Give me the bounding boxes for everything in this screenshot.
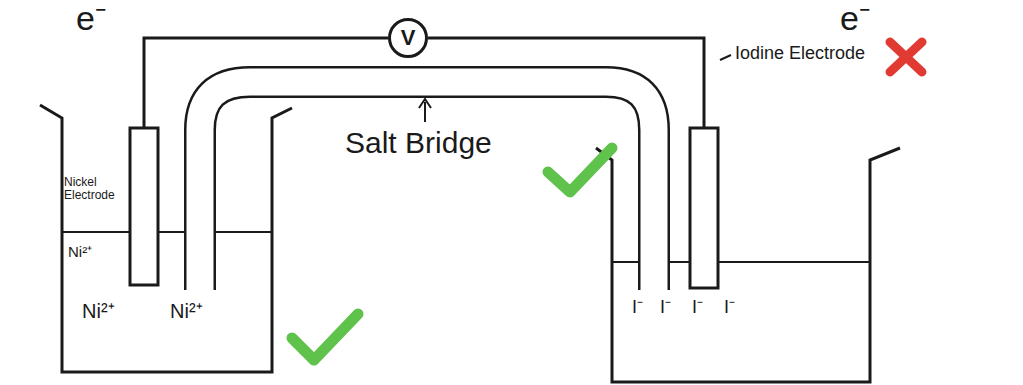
- salt-bridge-tube: [200, 82, 654, 293]
- leader-arrow: [424, 102, 426, 122]
- electrode: [130, 128, 158, 285]
- electron-label: e⁻: [840, 0, 870, 37]
- meter-symbol: V: [401, 25, 416, 51]
- ion-label: Ni²⁺: [170, 300, 203, 322]
- leader-line: [720, 55, 731, 60]
- part-name: Nickel Electrode: [64, 176, 126, 202]
- ion-label: I⁻: [632, 298, 643, 318]
- ion-label: I⁻: [692, 298, 703, 318]
- leader-arrow: [419, 99, 431, 108]
- part-name: Iodine Electrode: [735, 44, 865, 64]
- electron-label: e⁻: [76, 0, 106, 37]
- electrode: [690, 128, 718, 288]
- tick-mark: [292, 314, 358, 360]
- voltmeter-circle: V: [388, 18, 428, 58]
- part-name: Salt Bridge: [345, 126, 492, 159]
- ion-label: Ni²⁺: [68, 244, 92, 261]
- ion-label: I⁻: [660, 298, 671, 318]
- tick-mark: [548, 148, 612, 192]
- beaker: [40, 105, 292, 372]
- salt-bridge-tube: [200, 82, 654, 290]
- cross-mark: [890, 42, 922, 72]
- liquid-level: [62, 231, 272, 233]
- ion-label: Ni²⁺: [82, 300, 115, 322]
- ion-label: I⁻: [724, 298, 735, 318]
